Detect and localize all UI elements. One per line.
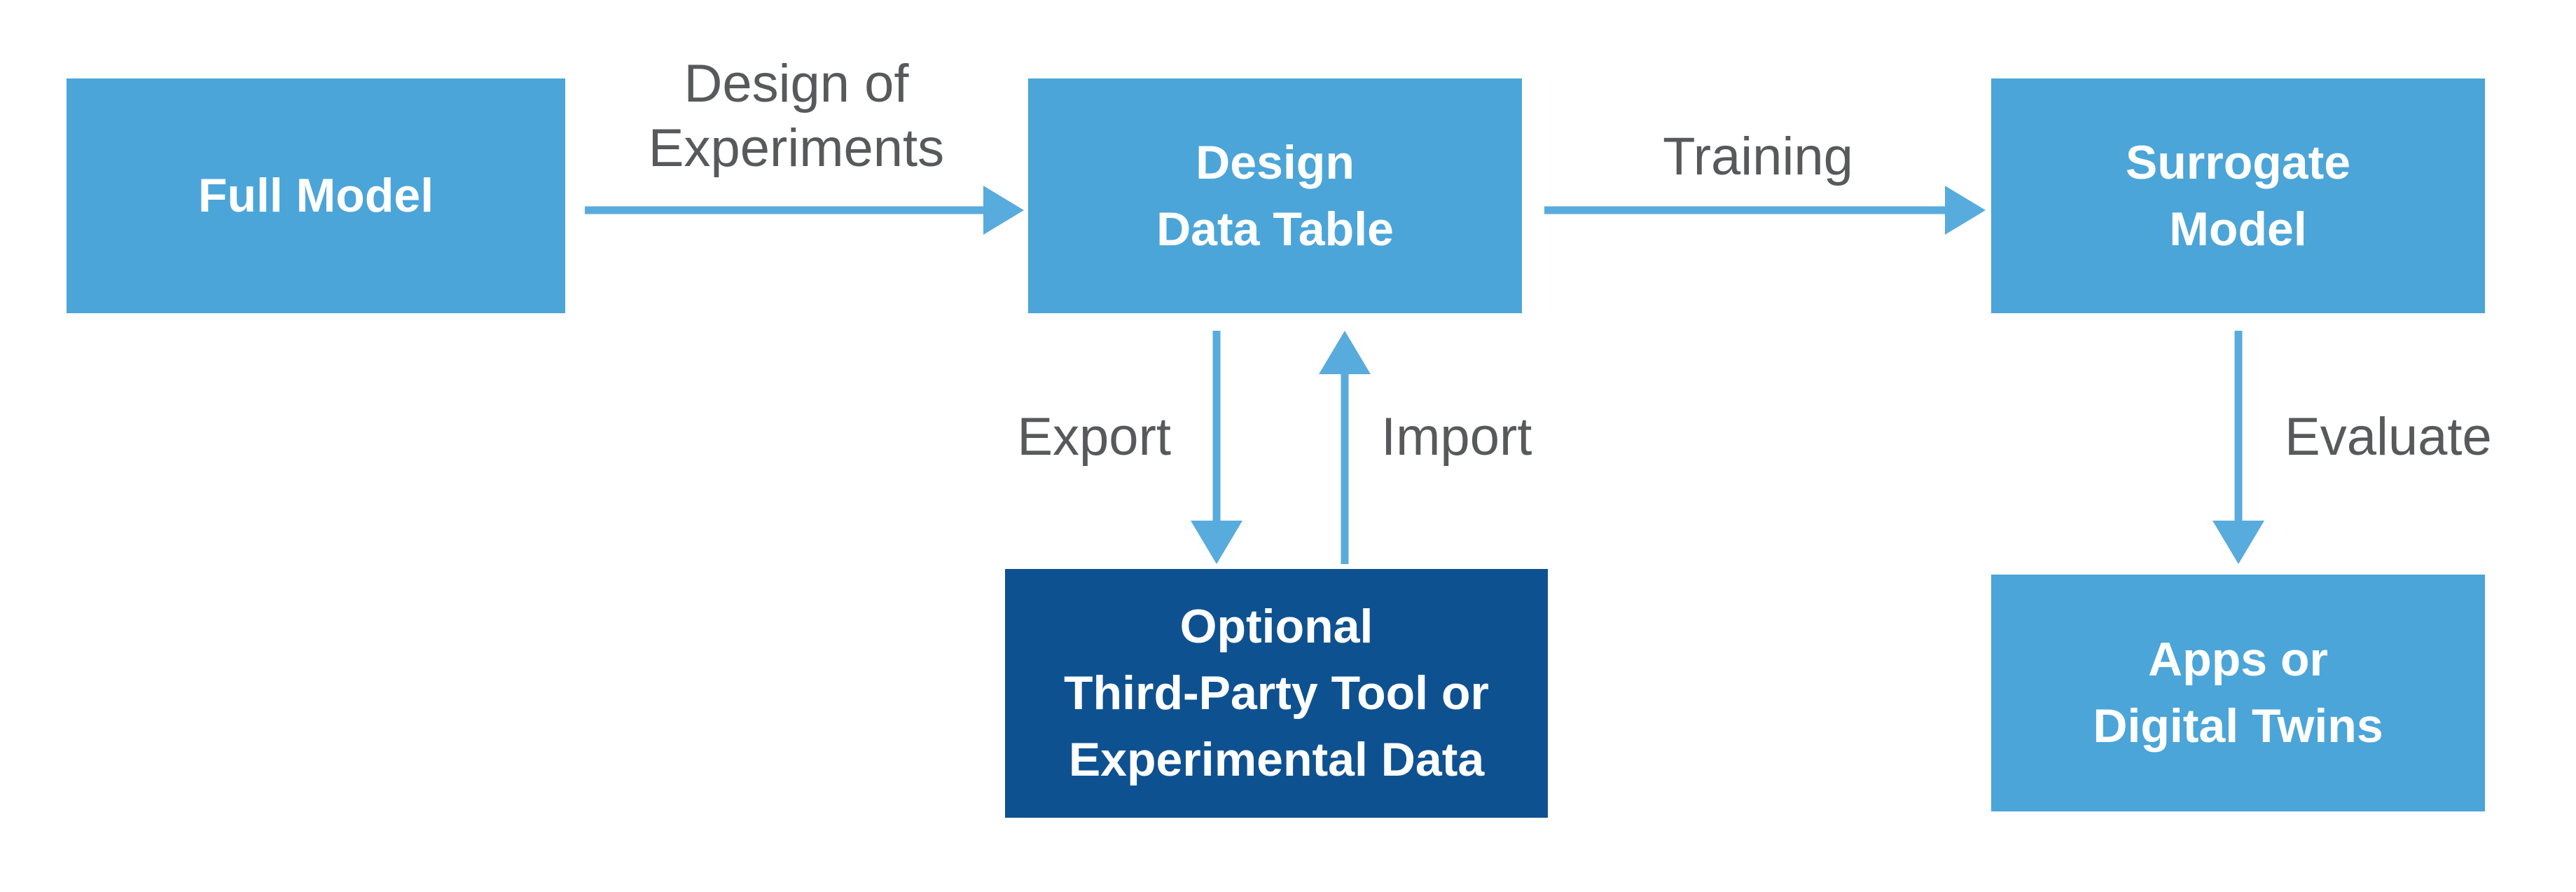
node-surrogate-model-label: Surrogate Model — [2125, 135, 2351, 256]
edge-label-evaluate: Evaluate — [2285, 407, 2492, 467]
arrow-right-training-icon — [1544, 186, 1986, 235]
node-third-party-tool-label: Optional Third-Party Tool or Experimenta… — [1064, 600, 1489, 786]
arrow-shaft — [1544, 206, 1946, 214]
arrow-shaft — [1212, 331, 1221, 522]
arrow-head-down-icon — [2213, 521, 2264, 564]
edge-label-import: Import — [1381, 407, 1532, 467]
node-apps-digital-twins-label: Apps or Digital Twins — [2093, 633, 2383, 753]
arrow-right-design-of-experiments-icon — [585, 186, 1024, 235]
node-design-data-table: Design Data Table — [1028, 78, 1522, 313]
node-full-model: Full Model — [67, 78, 565, 313]
node-surrogate-model: Surrogate Model — [1991, 78, 2485, 313]
edge-label-design-of-experiments: Design of Experiments — [648, 54, 945, 178]
node-third-party-tool: Optional Third-Party Tool or Experimenta… — [1005, 569, 1548, 818]
arrow-down-export-icon — [1191, 331, 1242, 564]
arrow-up-import-icon — [1319, 331, 1371, 564]
edge-label-training: Training — [1663, 127, 1853, 186]
node-full-model-label: Full Model — [198, 169, 434, 222]
arrow-shaft — [1341, 373, 1349, 564]
arrow-head-right-icon — [983, 186, 1024, 235]
edge-label-export: Export — [1017, 407, 1171, 467]
node-design-data-table-label: Design Data Table — [1156, 135, 1394, 256]
arrow-shaft — [585, 206, 985, 214]
arrow-down-evaluate-icon — [2213, 331, 2264, 564]
arrow-head-down-icon — [1191, 521, 1242, 564]
node-apps-digital-twins: Apps or Digital Twins — [1991, 575, 2485, 811]
arrow-shaft — [2234, 331, 2243, 522]
arrow-head-right-icon — [1945, 186, 1986, 235]
arrow-head-up-icon — [1319, 331, 1371, 374]
